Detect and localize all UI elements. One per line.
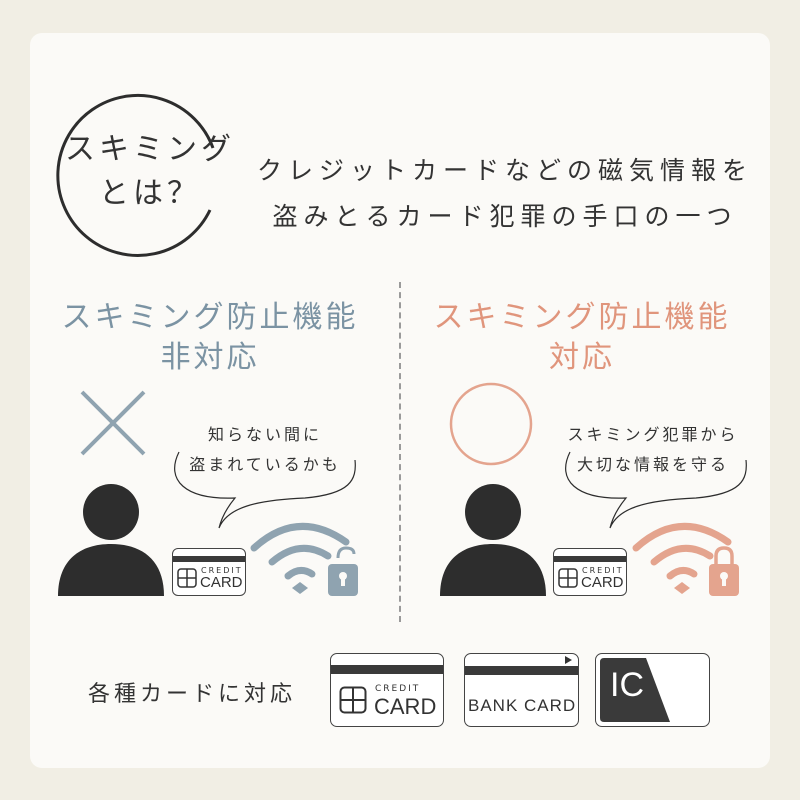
person-icon <box>58 484 164 596</box>
chip-icon <box>339 686 367 714</box>
wifi-unlocked-icon <box>250 522 358 596</box>
circle-check-icon <box>449 382 533 466</box>
speech-bubble-icon <box>565 451 747 529</box>
intro-title: スキミング とは？ <box>65 132 235 211</box>
ic-chip-shape-icon <box>600 658 670 722</box>
right-section-title: スキミング防止機能 対応 <box>433 300 731 375</box>
right-bubble-text: スキミング犯罪から 大切な情報を守る <box>567 425 739 474</box>
intro-circle-icon <box>56 93 215 257</box>
section-divider <box>399 282 401 622</box>
arrow-icon <box>565 656 572 664</box>
ic-card-icon: IC <box>595 653 710 727</box>
intro-description: クレジットカードなどの磁気情報を 盗みとるカード犯罪の手口の一つ <box>256 156 753 231</box>
wifi-locked-icon <box>632 522 739 596</box>
chip-icon <box>558 568 578 588</box>
speech-bubble-icon <box>174 451 356 529</box>
credit-card-icon: CREDIT CARD <box>172 548 246 596</box>
supported-cards-label: 各種カードに対応 <box>88 682 297 707</box>
person-icon <box>440 484 546 596</box>
left-bubble-text: 知らない間に 盗まれているかも <box>189 425 341 474</box>
cross-icon <box>80 390 146 456</box>
left-section-title: スキミング防止機能 非対応 <box>61 300 359 375</box>
credit-card-icon: CREDIT CARD <box>330 653 444 727</box>
bank-card-icon: BANK CARD <box>464 653 579 727</box>
credit-card-icon: CREDIT CARD <box>553 548 627 596</box>
chip-icon <box>177 568 197 588</box>
